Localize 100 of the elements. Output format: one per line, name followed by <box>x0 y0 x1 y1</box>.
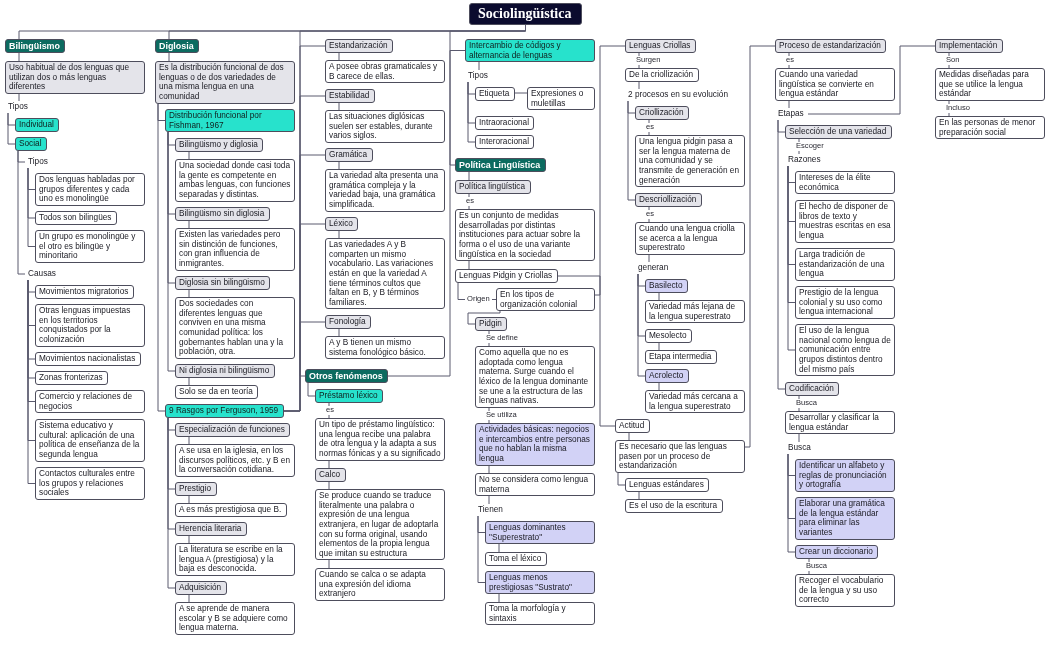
connector-line <box>798 433 800 443</box>
connector-line <box>188 495 190 504</box>
subtopic-box: Intercambio de códigos y alternancia de lenguas <box>465 39 595 63</box>
connector-line <box>488 495 490 505</box>
branch-label: Busca <box>785 442 815 454</box>
branch-heading-box: Bilingüismo <box>5 39 65 54</box>
concept-box: El uso de la lengua nacional como lengua de comunicación entre grupos distintos dentro del mismo país <box>795 324 895 377</box>
concept-box: Lenguas dominantes "Superestrato" <box>485 521 595 545</box>
concept-box: Cuando una variedad lingüística se convierte en lengua estándar <box>775 68 895 101</box>
concept-box: Elaborar una gramática de la lengua estándar para eliminar las variantes <box>795 497 895 540</box>
concept-box: Desarrollar y clasificar la lengua estándar <box>785 411 895 435</box>
concept-box: Estabilidad <box>325 89 375 103</box>
concept-box: Estandarización <box>325 39 393 53</box>
subtopic-box: Distribución funcional por Fishman, 1967 <box>165 109 295 133</box>
connector-line <box>387 50 466 377</box>
concept-box: A posee obras gramaticales y B carece de ellas. <box>325 60 445 84</box>
branch-label: Tipos <box>5 101 32 113</box>
concept-box: Contactos culturales entre los grupos y relaciones sociales <box>35 467 145 500</box>
subtopic-box: 9 Rasgos por Ferguson, 1959 <box>165 404 284 418</box>
concept-box: La literatura se escribe en la lengua A (prestigiosa) y la baja es desconocida. <box>175 543 295 576</box>
connector-line <box>777 119 786 390</box>
branch-label: Causas <box>25 268 60 280</box>
connector-line <box>627 100 636 201</box>
concept-box: Sistema educativo y cultural: aplicación de una política de enseñanza de la segunda lengua <box>35 419 145 462</box>
concept-box: Prestigio <box>175 482 217 496</box>
connector-line <box>338 102 340 111</box>
connector-line <box>514 92 528 94</box>
connector-line <box>167 131 176 372</box>
concept-box: A es más prestigiosa que B. <box>175 503 287 517</box>
connector-line <box>467 310 501 325</box>
connector-line <box>338 52 340 61</box>
concept-box: Otras lenguas impuestas en los territorios conquistados por la colonización <box>35 304 145 347</box>
connector-line <box>498 593 500 603</box>
connector-line <box>18 93 20 102</box>
concept-box: Calco <box>315 468 346 482</box>
branch-label: 2 procesos en su evolución <box>625 89 732 101</box>
concept-box: Lenguas menos prestigiosas "Sustrato" <box>485 571 595 595</box>
concept-box: Dos sociedades con diferentes lenguas que conviven en una misma comunidad política: los gobernantes hablan una y la población, otra. <box>175 297 295 359</box>
connector-line <box>7 112 16 145</box>
connector-line <box>188 377 190 386</box>
concept-box: Especialización de funciones <box>175 423 290 437</box>
concept-box: Actividades básicas: negocios e intercambios entre personas que no hablan la misma lengua <box>475 423 595 466</box>
concept-box: Medidas diseñadas para que se utilice la lengua estándar <box>935 68 1045 101</box>
concept-box: Proceso de estandarización <box>775 39 886 53</box>
branch-label: generan <box>635 262 673 274</box>
connector-line <box>594 45 626 296</box>
connector-line <box>488 465 490 474</box>
connector-line <box>328 559 330 569</box>
concept-box: Movimientos migratorios <box>35 285 134 299</box>
connector-line <box>468 260 470 270</box>
connector-line <box>168 52 170 62</box>
concept-box: Es la distribución funcional de dos lenguas o de dos variedades de una misma lengua en una comunidad <box>155 61 295 104</box>
concept-box: Intraoracional <box>475 116 534 130</box>
concept-box: Implementación <box>935 39 1003 53</box>
concept-box: Una sociedad donde casi toda la gente es competente en ambas lenguas, con funciones separadas y distintas. <box>175 159 295 202</box>
connector-line <box>338 328 340 337</box>
concept-box: Mesolecto <box>645 329 692 343</box>
concept-box: Recoger el vocabulario de la lengua y su uso correcto <box>795 574 895 607</box>
concept-box: Lenguas Pidgin y Criollas <box>455 269 558 283</box>
concept-box: Larga tradición de estandarización de una lengua <box>795 248 895 281</box>
connector-line <box>807 45 936 115</box>
concept-box: Expresiones o muletillas <box>527 87 595 111</box>
concept-box: Como aquella que no es adoptada como lengua materna. Surge cuando el léxico de la lengua dominante se une a la estructura de las lenguas nativas. <box>475 346 595 408</box>
concept-box: Lenguas estándares <box>625 478 709 492</box>
concept-box: Diglosia sin bilingüismo <box>175 276 270 290</box>
branch-label: Tienen <box>475 504 507 516</box>
connector-line <box>658 342 660 351</box>
concept-box: Uso habitual de dos lenguas que utilizan dos o más lenguas diferentes <box>5 61 145 94</box>
concept-box: Basilecto <box>645 279 688 293</box>
concept-box: Herencia literaria <box>175 522 247 536</box>
branch-heading-box: Otros fenómenos <box>305 369 388 384</box>
concept-box: Toma la morfología y sintaxis <box>485 602 595 626</box>
concept-box: Un tipo de préstamo lingüístico: una lengua recibe una palabra de otra lengua y la adapta a sus normas fónicas y a su significado <box>315 418 445 461</box>
connector-line <box>628 432 630 441</box>
connector-line <box>648 254 650 263</box>
concept-box: Movimientos nacionalistas <box>35 352 141 366</box>
concept-box: Adquisición <box>175 581 227 595</box>
connector-line <box>328 481 330 490</box>
main-topic-box: Sociolingüística <box>469 3 582 26</box>
concept-box: Léxico <box>325 217 358 231</box>
concept-box: Identificar un alfabeto y reglas de pronunciación y ortografía <box>795 459 895 492</box>
concept-box: Etiqueta <box>475 87 515 101</box>
concept-box: Las situaciones diglósicas suelen ser estables, durante varios siglos. <box>325 110 445 143</box>
concept-box: Existen las variedades pero sin distinción de funciones, con gran influencia de inmigrantes. <box>175 228 295 271</box>
connector-line <box>658 292 660 301</box>
connector-line <box>328 460 330 469</box>
subtopic-box: Préstamo léxico <box>315 389 383 403</box>
concept-box: Bilingüismo sin diglosia <box>175 207 270 221</box>
concept-box: Pidgin <box>475 317 507 331</box>
concept-box: Toma el léxico <box>485 552 547 566</box>
branch-label: Tipos <box>25 156 52 168</box>
connector-line <box>617 472 626 486</box>
subtopic-box: Individual <box>15 118 59 132</box>
concept-box: Descriollización <box>635 193 702 207</box>
connector-line <box>787 165 796 351</box>
concept-box: Crear un diccionario <box>795 545 878 559</box>
subtopic-box: Social <box>15 137 47 151</box>
concept-box: Variedad más lejana de la lengua superestrato <box>645 300 745 324</box>
concept-box: No se considera como lengua materna <box>475 473 595 497</box>
concept-box: Actitud <box>615 419 650 433</box>
